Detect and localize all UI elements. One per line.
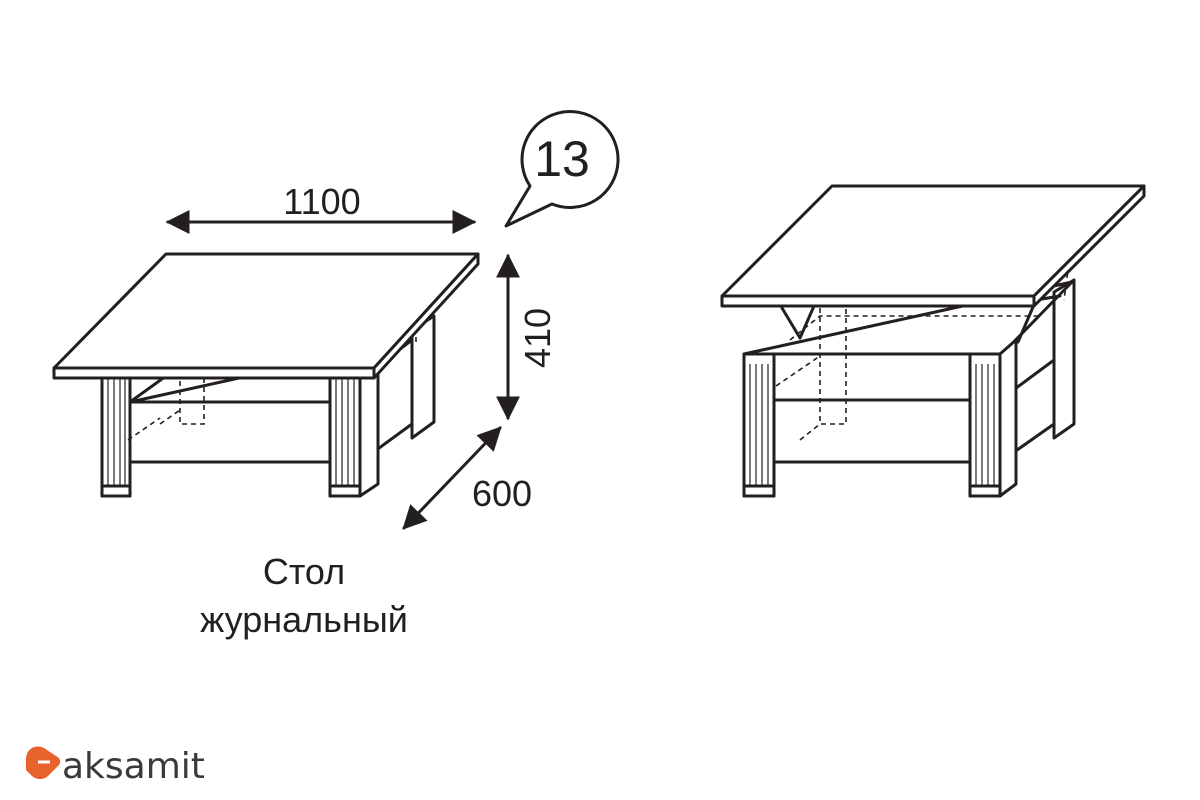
caption-line-2: журнальный [200, 599, 408, 640]
depth-arrow [402, 426, 502, 530]
open-front-left-leg [742, 352, 776, 498]
callout-bubble [504, 110, 620, 228]
closed-table-drawing [52, 252, 480, 498]
front-left-leg [100, 372, 132, 498]
item-number: 13 [534, 131, 590, 187]
height-label: 410 [517, 308, 558, 368]
item-number-badge: 13 [504, 110, 620, 228]
open-back-right-leg [1052, 278, 1076, 440]
depth-dimension: 600 [402, 426, 532, 530]
left-lift-arm [780, 304, 816, 340]
width-dimension: 1100 [165, 181, 477, 234]
height-dimension: 410 [496, 253, 558, 421]
brand-name: aksamit [62, 746, 205, 787]
open-base-top-edge [742, 280, 1074, 356]
lifted-tabletop [720, 184, 1146, 298]
brand-logo: aksamit [26, 746, 205, 787]
open-front-right-leg [968, 352, 1002, 498]
open-table-drawing [720, 184, 1146, 498]
front-right-leg [328, 372, 362, 498]
tabletop-front-edge [52, 366, 376, 380]
depth-label: 600 [472, 473, 532, 514]
caption-line-1: Стол [263, 551, 345, 592]
width-label: 1100 [283, 181, 360, 222]
